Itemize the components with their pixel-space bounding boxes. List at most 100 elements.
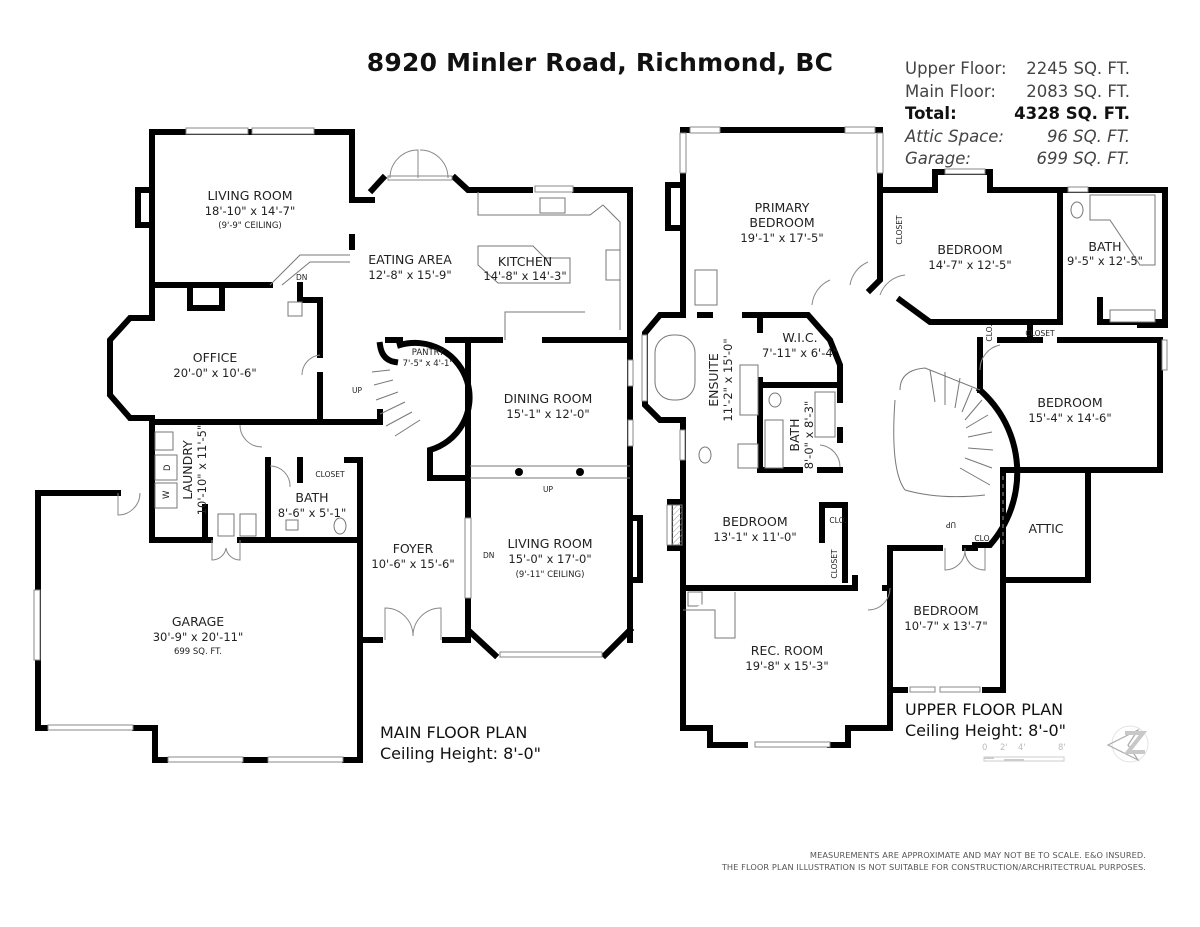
room-living-room-2-dims: 15'-0" x 17'-0" <box>508 552 591 566</box>
room-primary-bedroom-name-1: PRIMARY <box>755 200 810 215</box>
room-bedroom-1-dims: 14'-7" x 12'-5" <box>928 258 1011 272</box>
room-foyer-name: FOYER <box>393 541 434 556</box>
stair-up-mark-upper: UP <box>946 520 956 529</box>
room-primary-bedroom-name-2: BEDROOM <box>749 215 814 230</box>
upper-floor-ceiling: Ceiling Height: 8'-0" <box>905 721 1066 740</box>
room-garage-note: 699 SQ. FT. <box>174 647 222 657</box>
room-living-room-note: (9'-9" CEILING) <box>218 221 281 231</box>
main-floor-room-labels: LIVING ROOM 18'-10" x 14'-7" (9'-9" CEIL… <box>153 188 593 657</box>
closet-label-bedroom-3: CLOSET <box>830 549 839 579</box>
area-value: 4328 SQ. FT. <box>1014 104 1130 123</box>
room-office-name: OFFICE <box>193 350 238 365</box>
room-ensuite-dims: 11'-2" x 15'-0" <box>721 338 735 421</box>
scale-tick-8: 8' <box>1058 743 1066 753</box>
room-pantry-dims: 7'-5" x 4'-1" <box>403 359 454 369</box>
room-kitchen-dims: 14'-8" x 14'-3" <box>483 269 566 283</box>
disclaimer-line-1: MEASUREMENTS ARE APPROXIMATE AND MAY NOT… <box>809 850 1146 860</box>
room-eating-area-dims: 12'-8" x 15'-9" <box>368 268 451 282</box>
room-bath-1-name: BATH <box>1088 239 1121 254</box>
room-bath-name: BATH <box>295 490 328 505</box>
area-value: 699 SQ. FT. <box>1036 149 1130 168</box>
clo-label-bedroom-3: CLO. <box>829 516 846 525</box>
room-wic-name: W.I.C. <box>782 330 817 345</box>
scale-tick-0: 0 <box>982 743 987 753</box>
north-arrow-icon <box>1106 725 1149 763</box>
room-laundry-name: LAUNDRY <box>180 440 195 500</box>
room-bedroom-4-name: BEDROOM <box>913 603 978 618</box>
area-row-attic: Attic Space: 96 SQ. FT. <box>905 126 1130 149</box>
area-label: Main Floor: <box>905 81 996 101</box>
clo-label-hall: CLO. <box>985 324 994 341</box>
room-garage-name: GARAGE <box>172 614 224 629</box>
room-rec-room-dims: 19'-8" x 15'-3" <box>745 659 828 673</box>
closet-label-bedroom-1: CLOSET <box>895 215 904 245</box>
stair-up-mark-dining: UP <box>543 485 553 494</box>
room-eating-area-name: EATING AREA <box>368 252 452 267</box>
room-bedroom-3-dims: 13'-1" x 11'-0" <box>713 530 796 544</box>
scale-tick-4: 4' <box>1018 743 1026 753</box>
room-rec-room-name: REC. ROOM <box>751 643 823 658</box>
room-bedroom-4-dims: 10'-7" x 13'-7" <box>904 619 987 633</box>
area-label: Upper Floor: <box>905 59 1007 78</box>
upper-floor-plan-label: UPPER FLOOR PLAN Ceiling Height: 8'-0" <box>905 699 1066 741</box>
room-wic-dims: 7'-11" x 6'-4" <box>762 346 838 360</box>
upper-floor-room-labels: PRIMARY BEDROOM 19'-1" x 17'-5" BEDROOM … <box>706 200 1143 673</box>
area-value: 96 SQ. FT. <box>1046 126 1130 146</box>
area-row-garage: Garage: 699 SQ. FT. <box>905 148 1130 171</box>
room-attic-name: ATTIC <box>1028 521 1063 536</box>
washer-label: W <box>162 490 172 499</box>
main-floor-title: MAIN FLOOR PLAN <box>380 723 528 742</box>
area-label: Attic Space: <box>905 126 1004 146</box>
room-living-room-name: LIVING ROOM <box>207 188 292 203</box>
clo-label-attic: CLO. <box>974 534 991 543</box>
room-bath-dims: 8'-6" x 5'-1" <box>278 506 347 520</box>
room-bedroom-2-dims: 15'-4" x 14'-6" <box>1028 411 1111 425</box>
dryer-label: D <box>163 464 173 471</box>
room-bedroom-2-name: BEDROOM <box>1037 395 1102 410</box>
area-value: 2083 SQ. FT. <box>1026 81 1130 101</box>
area-label: Garage: <box>905 149 971 168</box>
area-row-main: Main Floor: 2083 SQ. FT. <box>905 81 1130 104</box>
room-garage-dims: 30'-9" x 20'-11" <box>153 630 244 644</box>
room-bath-1-dims: 9'-5" x 12'-5" <box>1067 254 1143 268</box>
stair-down-mark-foyer: DN <box>483 551 494 560</box>
area-value: 2245 SQ. FT. <box>1026 59 1130 78</box>
room-kitchen-name: KITCHEN <box>498 254 552 269</box>
room-dining-room-dims: 15'-1" x 12'-0" <box>506 407 589 421</box>
disclaimer-line-2: THE FLOOR PLAN ILLUSTRATION IS NOT SUITA… <box>721 861 1146 872</box>
room-ensuite-name: ENSUITE <box>706 353 721 407</box>
room-bath-2-dims: 8'-0" x 8'-3" <box>802 401 816 470</box>
room-office-dims: 20'-0" x 10'-6" <box>173 366 256 380</box>
area-row-upper: Upper Floor: 2245 SQ. FT. <box>905 58 1130 81</box>
area-label: Total: <box>905 104 957 123</box>
main-floor-ceiling: Ceiling Height: 8'-0" <box>380 744 541 763</box>
room-dining-room-name: DINING ROOM <box>504 391 593 406</box>
upper-floor-title: UPPER FLOOR PLAN <box>905 700 1064 719</box>
room-living-room-2-note: (9'-11" CEILING) <box>516 570 585 580</box>
upper-floor-windows-doors: UP <box>641 126 1168 748</box>
room-laundry-dims: 10'-10" x 11'-5" <box>195 425 209 516</box>
room-bath-2-name: BATH <box>787 418 802 451</box>
disclaimer: MEASUREMENTS ARE APPROXIMATE AND MAY NOT… <box>722 850 1146 873</box>
closet-label-hall: CLOSET <box>1025 329 1055 338</box>
room-bedroom-1-name: BEDROOM <box>937 242 1002 257</box>
upper-floor-walls <box>642 127 1168 748</box>
stair-up-mark-main: UP <box>352 386 362 395</box>
area-row-total: Total: 4328 SQ. FT. <box>905 103 1130 126</box>
property-address-title: 8920 Minler Road, Richmond, BC <box>0 48 1200 77</box>
room-foyer-dims: 10'-6" x 15'-6" <box>371 557 454 571</box>
main-floor-windows-doors: DN UP UP DN D W <box>33 127 634 763</box>
room-bedroom-3-name: BEDROOM <box>722 514 787 529</box>
title-text: 8920 Minler Road, Richmond, BC <box>366 48 834 77</box>
room-pantry-name: PANTRY <box>412 348 445 358</box>
main-floor-plan-label: MAIN FLOOR PLAN Ceiling Height: 8'-0" <box>380 722 541 764</box>
stair-down-mark-main: DN <box>296 273 307 282</box>
scale-tick-2: 2' <box>1000 743 1008 753</box>
scale-bar: 0 2' 4' 8' <box>982 743 1066 762</box>
main-floor-walls <box>35 129 643 763</box>
room-living-room-2-name: LIVING ROOM <box>507 536 592 551</box>
room-closet-name: CLOSET <box>315 470 345 479</box>
area-summary: Upper Floor: 2245 SQ. FT. Main Floor: 20… <box>905 58 1130 171</box>
